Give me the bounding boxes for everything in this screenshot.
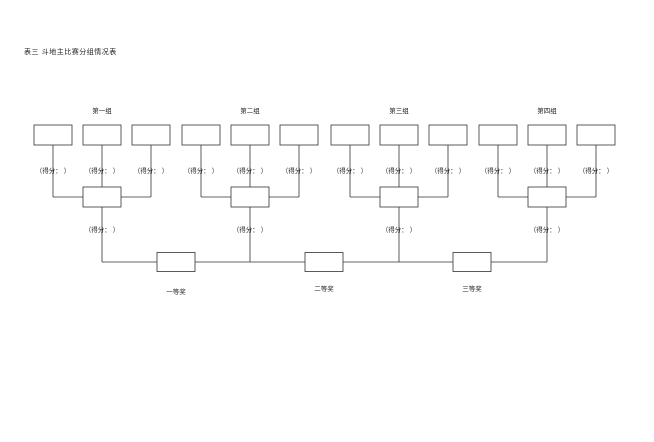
player-score-label: （得分： ）	[282, 166, 317, 175]
player-box	[82, 124, 122, 146]
player-score-label: （得分： ）	[184, 166, 219, 175]
player-box	[576, 124, 616, 146]
player-box	[131, 124, 171, 146]
group-winner-score-label: （得分： ）	[382, 225, 417, 234]
player-box	[181, 124, 221, 146]
player-score-label: （得分： ）	[481, 166, 516, 175]
player-score-label: （得分： ）	[530, 166, 565, 175]
group-label: 第二组	[240, 106, 260, 115]
prize-box	[156, 252, 196, 272]
group-label: 第四组	[537, 106, 557, 115]
player-box	[279, 124, 319, 146]
prize-label: 一等奖	[166, 287, 186, 296]
player-box	[527, 124, 567, 146]
player-box	[230, 124, 270, 146]
player-score-label: （得分： ）	[233, 166, 268, 175]
player-score-label: （得分： ）	[36, 166, 71, 175]
player-box	[330, 124, 370, 146]
player-score-label: （得分： ）	[333, 166, 368, 175]
player-score-label: （得分： ）	[85, 166, 120, 175]
group-winner-box	[230, 186, 270, 208]
table-title: 表三 斗地主比赛分组情况表	[24, 48, 117, 56]
group-winner-score-label: （得分： ）	[233, 225, 268, 234]
prize-label: 二等奖	[314, 284, 334, 293]
player-score-label: （得分： ）	[382, 166, 417, 175]
player-box	[428, 124, 468, 146]
player-score-label: （得分： ）	[431, 166, 466, 175]
player-box	[379, 124, 419, 146]
group-winner-score-label: （得分： ）	[85, 225, 120, 234]
group-winner-box	[527, 186, 567, 208]
prize-box	[304, 252, 344, 272]
player-score-label: （得分： ）	[579, 166, 614, 175]
group-winner-box	[379, 186, 419, 208]
group-winner-score-label: （得分： ）	[530, 225, 565, 234]
prize-box	[452, 252, 492, 272]
group-winner-box	[82, 186, 122, 208]
group-label: 第一组	[92, 106, 112, 115]
player-box	[478, 124, 518, 146]
player-score-label: （得分： ）	[134, 166, 169, 175]
player-box	[33, 124, 73, 146]
prize-label: 三等奖	[462, 284, 482, 293]
group-label: 第三组	[389, 106, 409, 115]
